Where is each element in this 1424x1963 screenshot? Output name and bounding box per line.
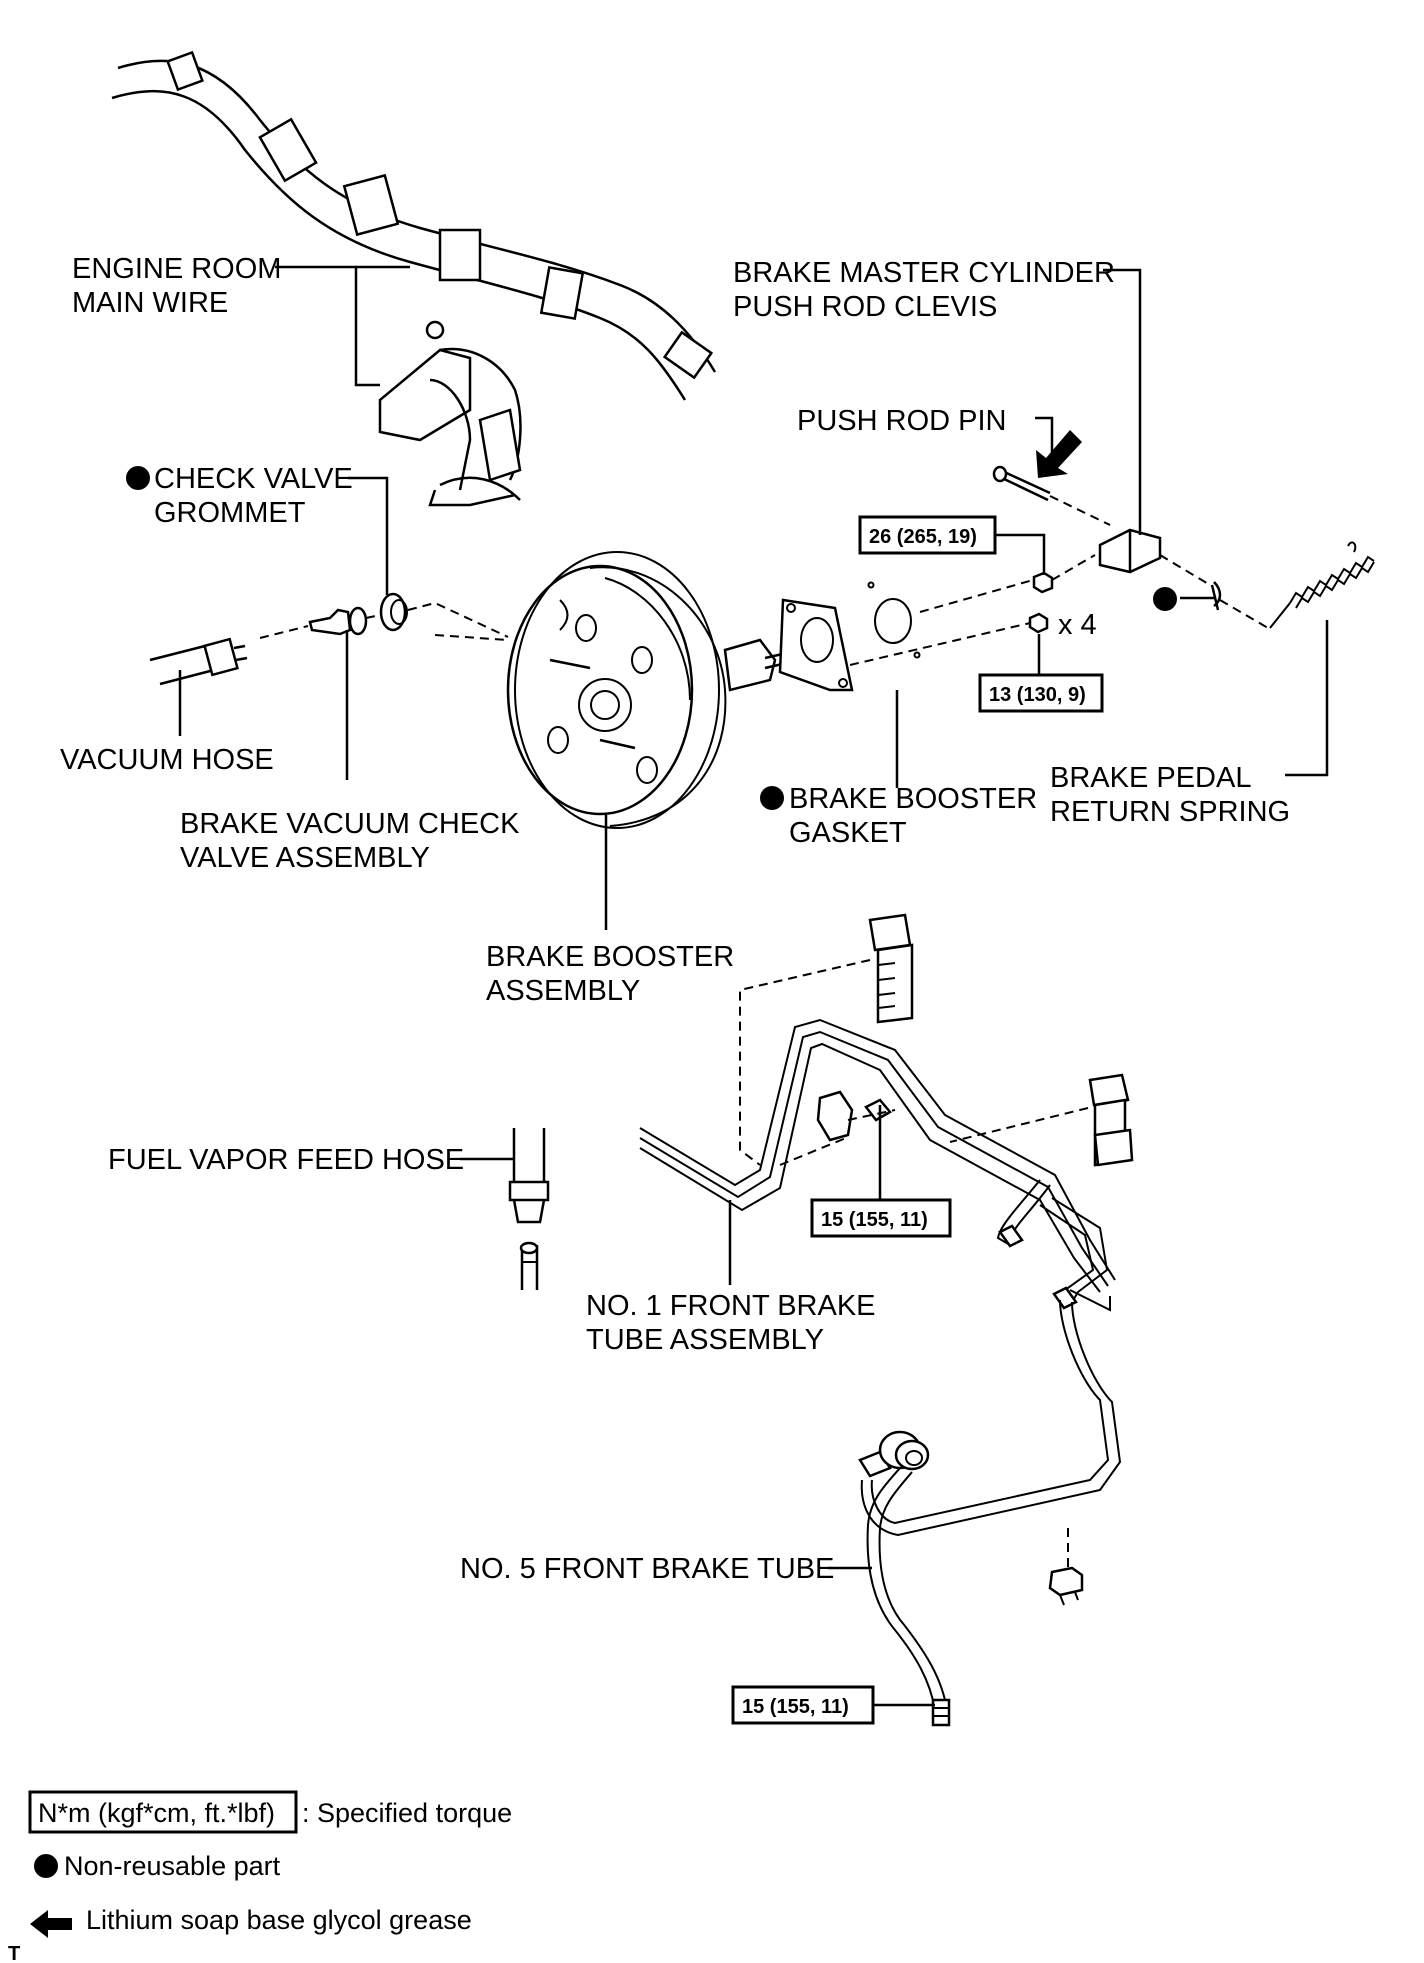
grease-arrow-pin: [1036, 430, 1082, 478]
brake-vacuum-check-valve-drawing: [259, 606, 381, 639]
grease-arrow-legend-icon: [30, 1910, 72, 1938]
no1-front-brake-tube-drawing: [639, 1018, 1122, 1537]
label-booster-assembly-2: ASSEMBLY: [486, 975, 640, 1007]
label-fuel-vapor-feed-hose: FUEL VAPOR FEED HOSE: [108, 1144, 464, 1176]
label-check-valve-grommet-1: CHECK VALVE: [154, 463, 353, 495]
push-rod-pin-drawing: [992, 465, 1111, 526]
clip-drawing: [1210, 581, 1269, 629]
label-no1-front-brake-tube-1: NO. 1 FRONT BRAKE: [586, 1290, 876, 1322]
legend-torque-box: [28, 1790, 298, 1834]
legend-torque-desc: : Specified torque: [302, 1798, 512, 1828]
clevis-nut-drawing: [919, 554, 1096, 613]
legend-torque-unit: N*m (kgf*cm, ft.*lbf): [38, 1798, 275, 1828]
label-vacuum-hose: VACUUM HOSE: [60, 744, 274, 776]
label-booster-gasket-2: GASKET: [789, 817, 907, 849]
torque-box-no1-tube: [810, 1198, 952, 1238]
check-valve-grommet-drawing: [379, 592, 509, 638]
label-booster-assembly-1: BRAKE BOOSTER: [486, 941, 734, 973]
no5-front-brake-tube-drawing: [866, 1430, 951, 1727]
corner-mark: T: [8, 1943, 20, 1963]
non-reusable-legend-icon: [34, 1854, 58, 1878]
torque-booster-nuts: 13 (130, 9): [989, 684, 1086, 706]
vacuum-hose-drawing: [149, 637, 248, 686]
torque-no1-tube: 15 (155, 11): [821, 1209, 928, 1231]
label-check-valve-assembly-2: VALVE ASSEMBLY: [180, 842, 430, 874]
booster-nut-drawing: [849, 612, 1049, 666]
label-pedal-return-spring-2: RETURN SPRING: [1050, 796, 1290, 828]
label-booster-gasket-1: BRAKE BOOSTER: [789, 783, 1037, 815]
torque-box-clevis-nut: [858, 515, 997, 555]
label-no1-front-brake-tube-2: TUBE ASSEMBLY: [586, 1324, 824, 1356]
tube-clamp-middle-drawing: [779, 1090, 896, 1166]
torque-box-no5-tube: [731, 1685, 875, 1725]
engine-room-main-wire-drawing: [111, 50, 717, 507]
fuel-vapor-feed-hose-drawing: [508, 1128, 550, 1290]
label-check-valve-assembly-1: BRAKE VACUUM CHECK: [180, 808, 520, 840]
label-pedal-return-spring-1: BRAKE PEDAL: [1050, 762, 1251, 794]
label-engine-room-main-wire-1: ENGINE ROOM: [72, 253, 281, 285]
brake-booster-gasket-drawing: [778, 581, 921, 692]
torque-clevis-nut: 26 (265, 19): [869, 526, 977, 548]
label-push-rod-pin: PUSH ROD PIN: [797, 405, 1006, 437]
label-nut-quantity: x 4: [1058, 609, 1097, 641]
label-engine-room-main-wire-2: MAIN WIRE: [72, 287, 228, 319]
label-no5-front-brake-tube: NO. 5 FRONT BRAKE TUBE: [460, 1553, 834, 1585]
legend: N*m (kgf*cm, ft.*lbf) : Specified torque…: [8, 1790, 512, 1963]
non-reusable-marker-grommet: [126, 466, 150, 490]
label-master-cylinder-clevis-2: PUSH ROD CLEVIS: [733, 291, 997, 323]
push-rod-clevis-drawing: [1098, 528, 1211, 586]
non-reusable-marker-gasket: [760, 786, 784, 810]
tube-clamp-right-drawing: [949, 1073, 1134, 1167]
brake-booster-assembly-drawing: [434, 551, 801, 829]
legend-non-reusable: Non-reusable part: [64, 1851, 281, 1881]
brake-pedal-return-spring-drawing: [1269, 541, 1375, 629]
tube-clamp-top-drawing: [739, 913, 914, 1166]
legend-grease: Lithium soap base glycol grease: [86, 1905, 472, 1935]
non-reusable-marker-clip: [1153, 587, 1177, 611]
torque-no5-tube: 15 (155, 11): [742, 1696, 849, 1718]
torque-box-booster-nuts: [978, 673, 1104, 713]
leader-lines: [178, 265, 1329, 1707]
label-master-cylinder-clevis-1: BRAKE MASTER CYLINDER: [733, 257, 1115, 289]
tube-clamp-bottom-drawing: [1048, 1528, 1084, 1606]
label-check-valve-grommet-2: GROMMET: [154, 497, 306, 529]
